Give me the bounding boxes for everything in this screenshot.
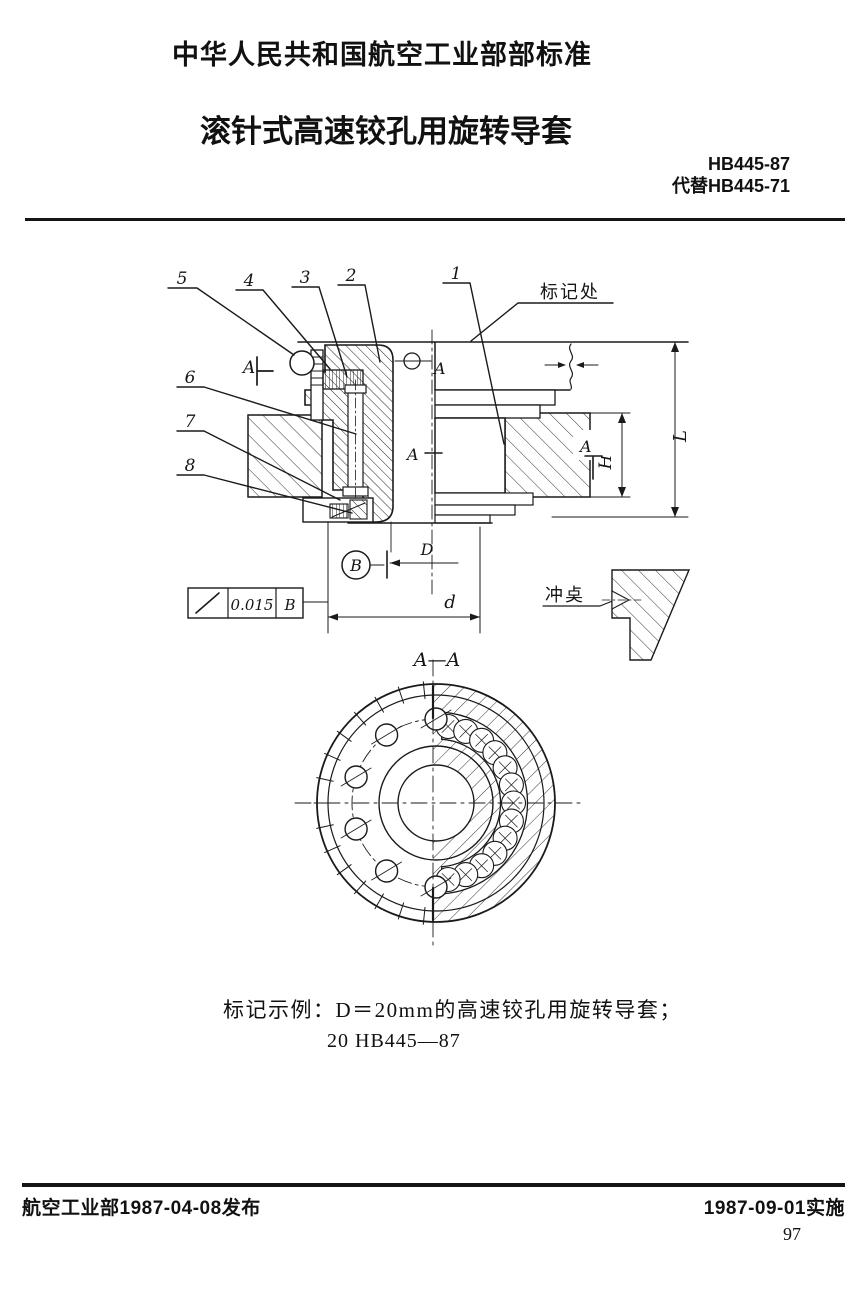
document-title: 滚针式高速铰孔用旋转导套	[200, 114, 572, 149]
tolerance-value: 0.015	[231, 596, 274, 614]
dim-D-label: D	[420, 540, 434, 559]
section-markers: A A A A	[241, 352, 603, 480]
dim-L-group: L	[551, 341, 691, 518]
section-aa-view: A—A	[294, 649, 584, 951]
locking-ball	[289, 350, 315, 376]
dim-D-group: D	[389, 540, 459, 567]
main-section-view: L H B D d	[167, 264, 691, 661]
footer-issue-date: 航空工业部1987-04-08发布	[22, 1198, 261, 1219]
part-label-4: 4	[243, 271, 255, 291]
datum-b-group: B	[341, 550, 388, 580]
designation-example-line2: 20 HB445—87	[327, 1030, 461, 1052]
header-divider-rule	[25, 218, 845, 221]
mounting-holes	[340, 707, 452, 899]
spindle-step-2	[434, 404, 541, 419]
runout-slash-icon	[195, 592, 220, 614]
punch-mark-label: 冲奌	[545, 585, 585, 605]
datum-b-label: B	[349, 556, 362, 575]
standard-number-block: HB445-87 代替HB445-71	[672, 153, 790, 197]
part-label-7: 7	[185, 412, 196, 432]
part-label-1: 1	[451, 264, 462, 284]
tolerance-datum: B	[283, 596, 295, 614]
superseded-standard: 代替HB445-71	[671, 176, 790, 196]
dim-d-label: d	[444, 592, 456, 613]
footer-divider-rule	[22, 1183, 845, 1187]
jig-plate-left	[247, 414, 323, 498]
punch-mark-detail	[611, 569, 691, 661]
standard-number: HB445-87	[707, 154, 790, 174]
tolerance-frame: 0.015 B	[187, 587, 329, 619]
part-label-2: 2	[345, 266, 357, 286]
dim-d-group: d	[327, 521, 481, 634]
flange-screw	[329, 503, 349, 519]
section-marker-a-left: A	[241, 358, 255, 378]
page-number: 97	[783, 1224, 801, 1244]
reamer-shank	[434, 417, 506, 494]
part-callouts: 5 4 3 2 1 6 7 8 标记处	[167, 264, 614, 514]
footer-effective-date: 1987-09-01实施	[703, 1198, 845, 1219]
technical-drawing: L H B D d	[167, 264, 691, 951]
section-aa-title: A—A	[412, 649, 460, 671]
section-marker-a-right: A	[578, 437, 592, 456]
punch-mark-group: 冲奌	[542, 569, 691, 661]
section-marker-a-top: A	[432, 359, 446, 378]
break-squiggle	[568, 343, 574, 390]
dim-H-group: H	[554, 412, 631, 498]
part-label-5: 5	[177, 269, 188, 289]
part-label-8: 8	[185, 456, 196, 476]
designation-example-line1: 标记示例：D＝20mm的高速铰孔用旋转导套；	[223, 998, 682, 1022]
part-label-6: 6	[185, 368, 196, 388]
marking-place-label: 标记处	[540, 282, 600, 302]
bolt-circle	[351, 718, 437, 888]
set-screw	[322, 369, 364, 390]
part-label-3: 3	[300, 268, 311, 288]
knurl-ticks	[313, 681, 426, 925]
standard-org-title: 中华人民共和国航空工业部部标准	[172, 40, 592, 70]
dim-L-label: L	[670, 430, 691, 443]
workpiece-band	[434, 341, 571, 391]
section-marker-a-mid: A	[405, 445, 419, 464]
